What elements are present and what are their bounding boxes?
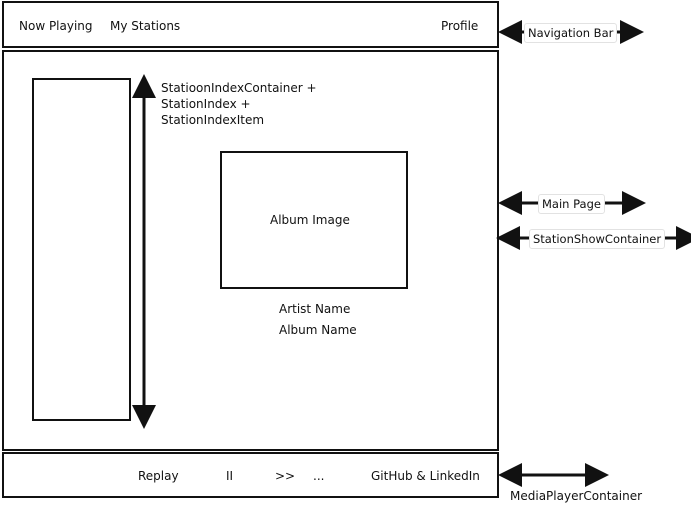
- station-index-label-line: StatioonIndexContainer +: [161, 81, 317, 95]
- nav-profile-link[interactable]: Profile: [441, 19, 479, 33]
- artist-name: Artist Name: [279, 302, 351, 316]
- forward-button[interactable]: >>: [275, 469, 296, 483]
- album-image: Album Image: [220, 151, 408, 289]
- album-image-label: Album Image: [270, 213, 350, 227]
- station-index-label-line: StationIndex +: [161, 97, 251, 111]
- more-button[interactable]: ...: [313, 469, 325, 483]
- navigation-bar: Now Playing My Stations Profile: [2, 1, 499, 48]
- nav-now-playing-link[interactable]: Now Playing: [19, 19, 93, 33]
- main-page-annotation: Main Page: [538, 194, 605, 214]
- media-player-container-annotation: MediaPlayerContainer: [510, 489, 643, 503]
- station-index-label-line: StationIndexItem: [161, 113, 265, 127]
- album-name: Album Name: [279, 323, 357, 337]
- station-index-container: [32, 78, 131, 421]
- pause-button[interactable]: II: [226, 469, 234, 483]
- station-index-label: StatioonIndexContainer + StationIndex + …: [161, 80, 317, 128]
- github-linkedin-link[interactable]: GitHub & LinkedIn: [371, 469, 480, 483]
- station-show-container-annotation: StationShowContainer: [529, 229, 666, 249]
- replay-button[interactable]: Replay: [138, 469, 179, 483]
- media-player-container: Replay II >> ... GitHub & LinkedIn: [2, 452, 499, 498]
- nav-my-stations-link[interactable]: My Stations: [110, 19, 181, 33]
- navigation-bar-annotation: Navigation Bar: [524, 23, 618, 43]
